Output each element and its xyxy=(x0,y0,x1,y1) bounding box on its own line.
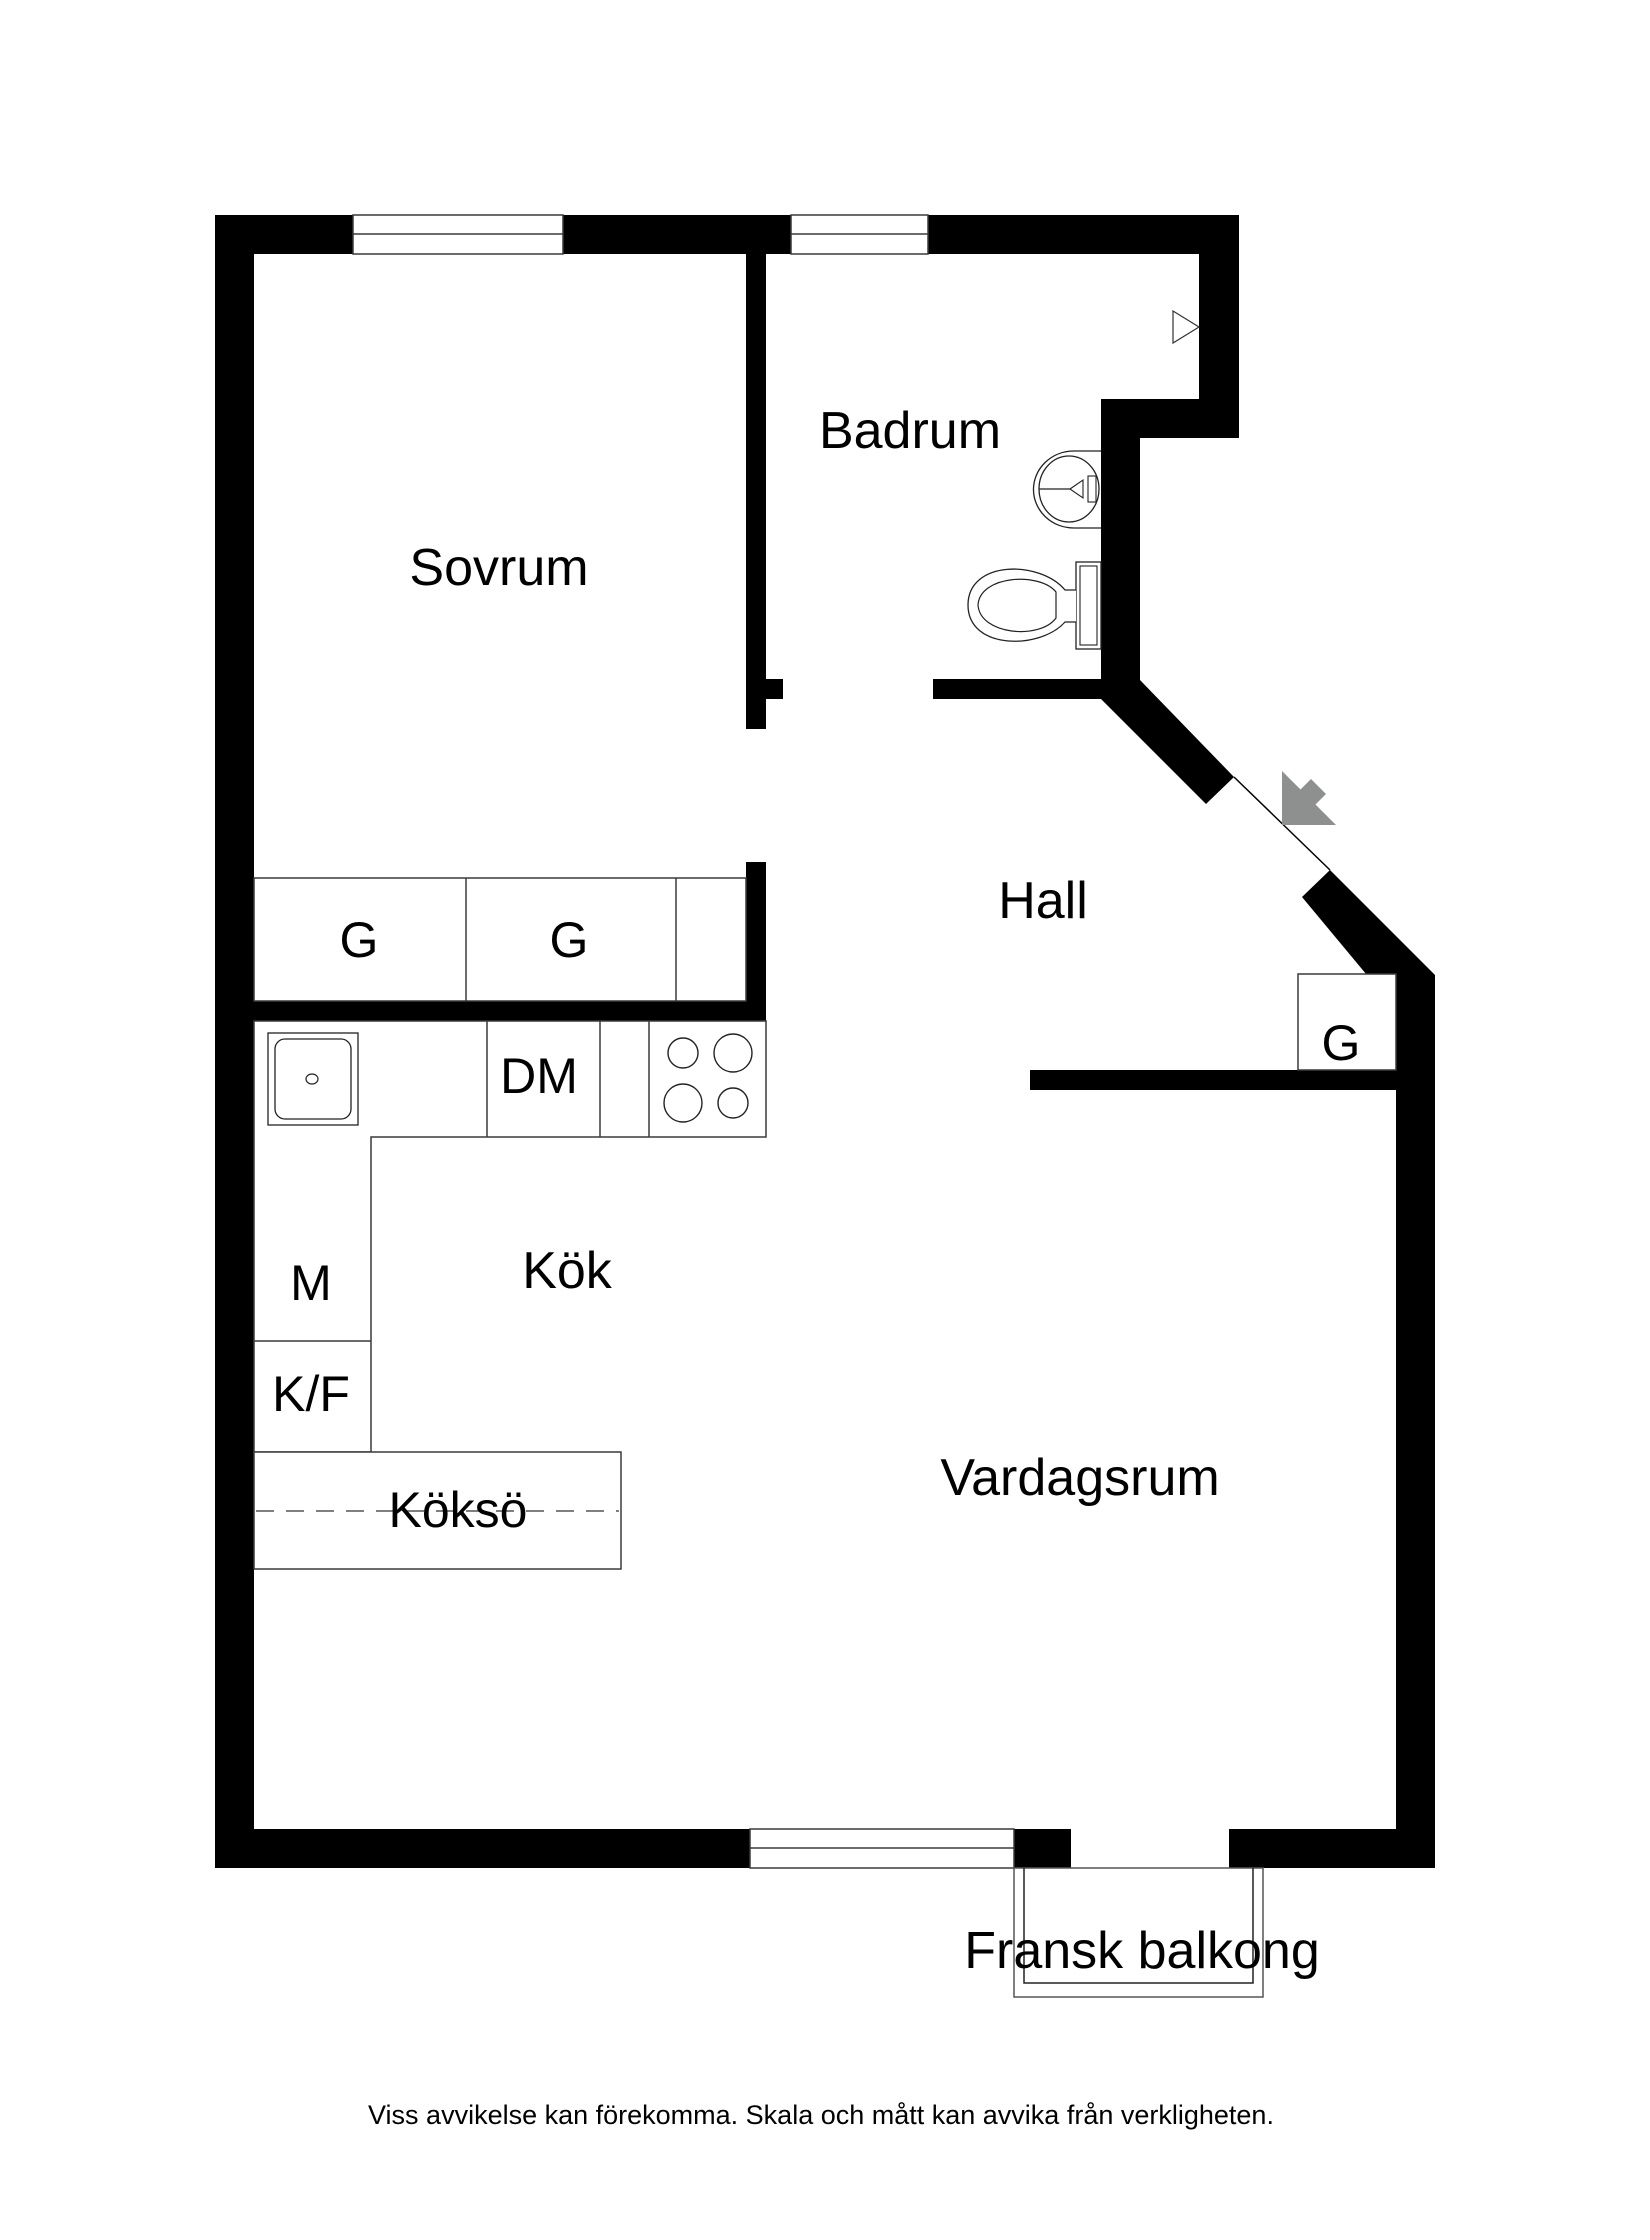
shower-drain-icon xyxy=(1172,309,1201,345)
interior-walls xyxy=(254,254,1396,1090)
room-label-kok: Kök xyxy=(522,1242,613,1300)
windows xyxy=(352,214,1015,1869)
sink-icon xyxy=(1032,450,1101,529)
entrance-arrow-icon xyxy=(1282,771,1336,825)
microwave-label: M xyxy=(290,1255,332,1311)
fridge-freezer-label: K/F xyxy=(272,1366,350,1422)
window-sovrum xyxy=(352,214,564,255)
room-label-badrum: Badrum xyxy=(819,402,1001,460)
wardrobes-sovrum xyxy=(253,877,747,1002)
window-vardagsrum xyxy=(749,1828,1015,1869)
toilet-icon xyxy=(967,561,1102,650)
wardrobe-label-hall: G xyxy=(1322,1015,1361,1071)
dishwasher-label: DM xyxy=(500,1048,578,1104)
outer-walls xyxy=(215,215,1435,1868)
stove-icon xyxy=(663,1033,753,1123)
french-balcony xyxy=(1013,1867,1264,1998)
disclaimer-text: Viss avvikelse kan förekomma. Skala och … xyxy=(368,2100,1274,2130)
kitchen-sink-icon xyxy=(267,1032,359,1126)
window-badrum xyxy=(790,214,929,255)
kitchen-island-label: Köksö xyxy=(389,1482,528,1538)
room-label-sovrum: Sovrum xyxy=(409,539,588,597)
wardrobe-label-2: G xyxy=(550,912,589,968)
wardrobe-label-1: G xyxy=(340,912,379,968)
balcony-label: Fransk balkong xyxy=(964,1922,1320,1980)
wardrobe-hall xyxy=(1297,973,1397,1071)
kitchen-island xyxy=(253,1451,622,1570)
room-label-vardagsrum: Vardagsrum xyxy=(940,1449,1219,1507)
room-label-hall: Hall xyxy=(998,872,1088,930)
